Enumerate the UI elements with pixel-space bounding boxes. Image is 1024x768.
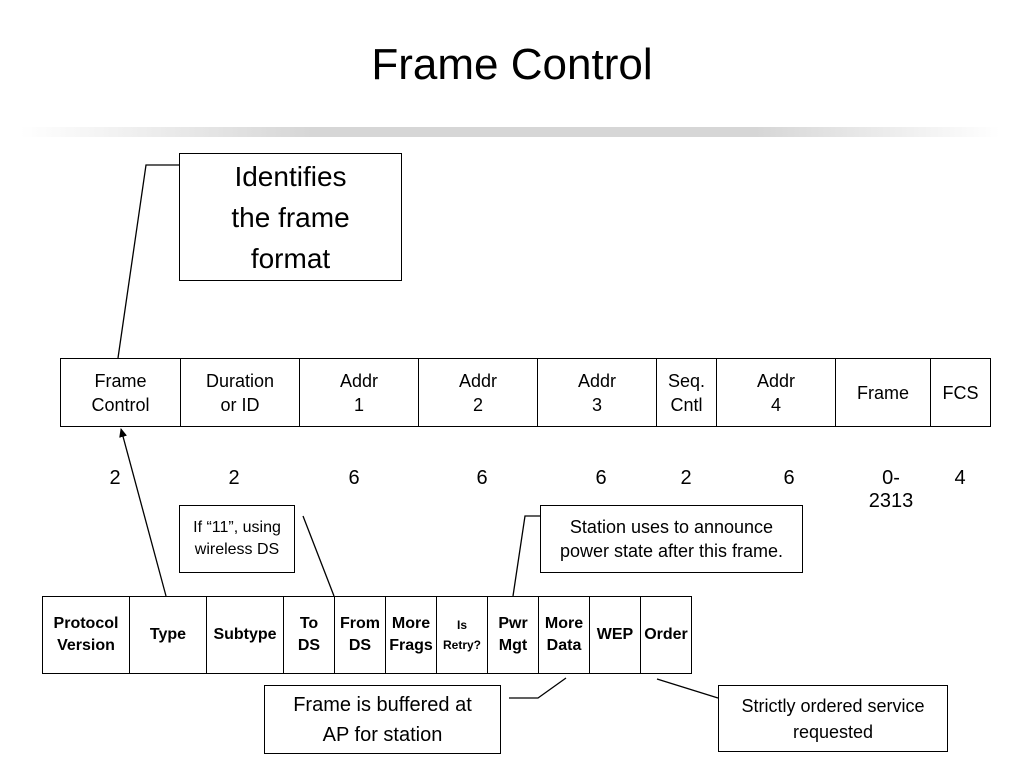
field-label: 4 (770, 394, 781, 415)
callout-line: format (250, 242, 331, 274)
callout-buffered: Frame is buffered at AP for station (264, 685, 501, 754)
title-divider (20, 127, 1000, 137)
callout-line: wireless DS (194, 541, 280, 558)
fc-label: Is (456, 618, 467, 632)
field-label: Addr (458, 370, 498, 391)
field-label: Cntl (670, 394, 703, 415)
fc-more-frags: More Frags (385, 597, 436, 673)
field-size: 6 (348, 467, 360, 489)
callout-wireless-ds: If “11”, using wireless DS (179, 505, 295, 573)
field-label: Duration (205, 370, 275, 391)
fc-label: DS (348, 637, 372, 654)
fc-label: Order (644, 626, 688, 643)
field-size: 2 (228, 467, 240, 489)
fc-pwr-mgt: Pwr Mgt (487, 597, 538, 673)
field-label: Addr (756, 370, 796, 391)
callout-line: requested (792, 721, 874, 742)
field-size: 2 (109, 467, 121, 489)
fc-label: From (340, 615, 380, 632)
field-label: 1 (353, 394, 364, 415)
fc-label: Type (149, 626, 187, 643)
fc-label: Version (57, 637, 115, 654)
field-size: 6 (476, 467, 488, 489)
fc-label: Pwr (498, 615, 528, 632)
field-label: Frame (856, 382, 909, 403)
field-label: or ID (220, 394, 260, 415)
field-addr-3: Addr 3 (537, 359, 656, 426)
field-duration-id: Duration or ID (180, 359, 299, 426)
fc-subtype: Subtype (206, 597, 283, 673)
mac-frame-table: Frame Control Duration or ID Addr 1 Addr… (60, 358, 991, 427)
field-label: 2 (472, 394, 483, 415)
connector-strictly-ordered (656, 678, 719, 699)
callout-frame-format: Identifies the frame format (179, 153, 402, 281)
callout-line: If “11”, using (193, 519, 281, 536)
field-label: Frame (94, 370, 147, 391)
field-size: 4 (954, 467, 966, 489)
fc-more-data: More Data (538, 597, 589, 673)
fc-label: Frags (389, 637, 433, 654)
connector-wireless-ds (302, 515, 335, 597)
fc-label: Retry? (442, 638, 481, 652)
field-addr-2: Addr 2 (418, 359, 537, 426)
fc-type: Type (129, 597, 206, 673)
callout-strictly-ordered: Strictly ordered service requested (718, 685, 948, 752)
callout-power-state: Station uses to announce power state aft… (540, 505, 803, 573)
fc-label: Data (546, 637, 582, 654)
callout-line: the frame (231, 201, 350, 233)
fc-protocol-version: Protocol Version (43, 597, 129, 673)
field-label: FCS (942, 382, 979, 403)
fc-to-ds: To DS (283, 597, 334, 673)
field-addr-4: Addr 4 (716, 359, 835, 426)
callout-line: Station uses to announce (569, 517, 774, 537)
field-fcs: FCS (930, 359, 990, 426)
fc-label: Protocol (53, 615, 119, 632)
field-frame-control: Frame Control (61, 359, 180, 426)
field-seq-cntl: Seq. Cntl (656, 359, 716, 426)
field-label: Seq. (667, 370, 706, 391)
field-frame-body: Frame (835, 359, 930, 426)
fc-label: More (544, 615, 584, 632)
field-label: Addr (339, 370, 379, 391)
field-label: 3 (591, 394, 602, 415)
fc-order: Order (640, 597, 691, 673)
connector-power-state (512, 515, 540, 597)
callout-line: power state after this frame. (559, 541, 784, 561)
field-size: 6 (783, 467, 795, 489)
frame-control-table: Protocol Version Type Subtype To DS From… (42, 596, 692, 674)
field-size: 0-2313 (868, 467, 914, 512)
arrow-frame-control-expand (119, 428, 167, 597)
fc-label: WEP (596, 626, 634, 643)
field-label: Control (91, 394, 150, 415)
callout-line: AP for station (322, 723, 443, 746)
connector-buffered (509, 677, 567, 699)
callout-line: Strictly ordered service (741, 695, 925, 716)
connector-frame-format (117, 164, 179, 359)
fc-label: More (391, 615, 431, 632)
fc-label: DS (297, 637, 321, 654)
field-addr-1: Addr 1 (299, 359, 418, 426)
field-size: 2 (680, 467, 692, 489)
callout-line: Identifies (234, 160, 347, 192)
page-title: Frame Control (371, 40, 653, 89)
fc-wep: WEP (589, 597, 640, 673)
fc-from-ds: From DS (334, 597, 385, 673)
fc-label: Mgt (498, 637, 528, 654)
callout-line: Frame is buffered at (293, 693, 472, 716)
fc-label: Subtype (213, 626, 277, 643)
field-label: Addr (577, 370, 617, 391)
fc-is-retry: Is Retry? (436, 597, 487, 673)
field-size: 6 (595, 467, 607, 489)
fc-label: To (299, 615, 319, 632)
